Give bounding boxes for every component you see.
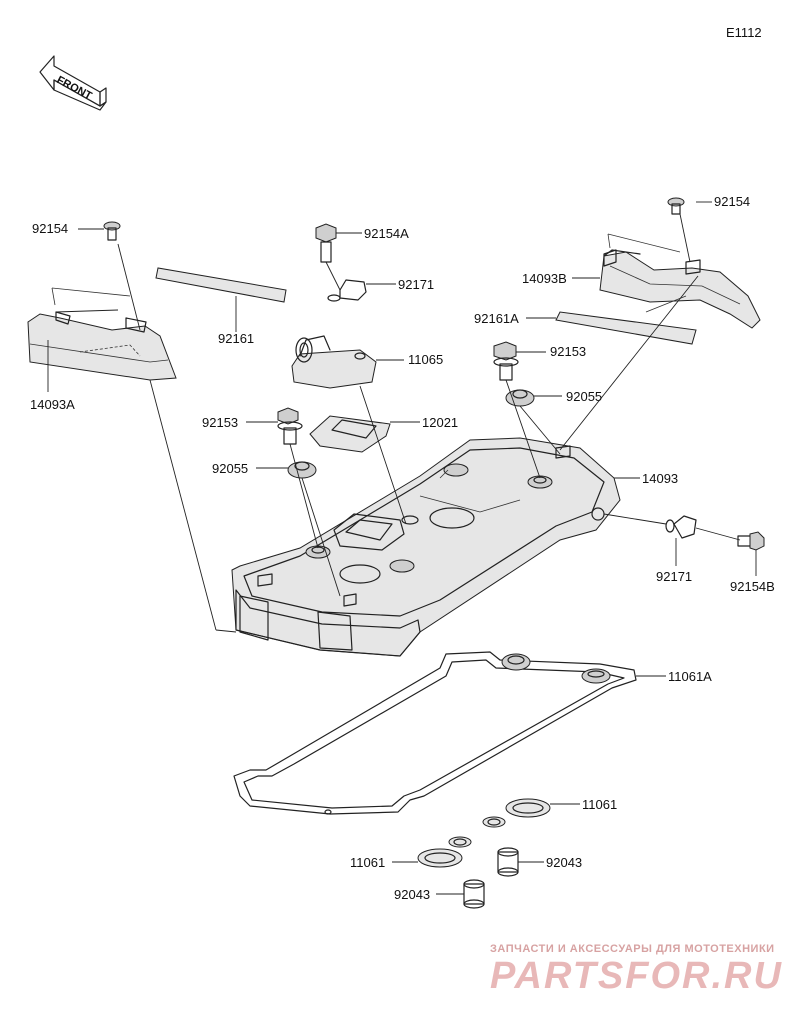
label-92154-right: 92154: [714, 194, 750, 209]
label-92055-right: 92055: [566, 389, 602, 404]
label-11061-right: 11061: [582, 797, 617, 812]
label-92154b: 92154B: [730, 579, 775, 594]
cylinder-head-cover-14093: [231, 437, 621, 657]
label-92171-right: 92171: [656, 569, 692, 584]
label-14093b: 14093B: [522, 271, 567, 286]
plate-12021: [309, 415, 391, 453]
label-92171-top: 92171: [398, 277, 434, 292]
side-cover-14093a: [27, 287, 177, 381]
label-92043-left: 92043: [394, 887, 430, 902]
o-rings-11061-left: [417, 836, 472, 868]
label-92154a: 92154A: [364, 226, 409, 241]
bolt-92154a: [315, 223, 337, 263]
watermark-brand: PARTSFOR.RU: [490, 955, 783, 997]
clip-92171-top: [327, 279, 367, 302]
dowel-pin-92043-right: [497, 847, 519, 877]
bolt-92154-right: [667, 197, 685, 215]
label-92153-left: 92153: [202, 415, 238, 430]
label-92055-left: 92055: [212, 461, 248, 476]
grommet-92055-left: [287, 461, 317, 479]
seal-strip-92161a: [555, 295, 697, 345]
breather-cover-11065: [291, 335, 377, 389]
front-arrow-icon: FRONT: [39, 55, 107, 111]
label-92154-left: 92154: [32, 221, 68, 236]
label-92161a: 92161A: [474, 311, 519, 326]
bolt-92154-left: [103, 221, 121, 241]
dowel-pin-92043-left: [463, 879, 485, 909]
seal-strip-92161: [155, 267, 287, 303]
diagram-code: E1112: [726, 25, 762, 40]
part-labels: 92154 92154A 92171 92161 14093A 11065 12…: [30, 194, 775, 902]
label-92153-right: 92153: [550, 344, 586, 359]
label-11061a: 11061A: [668, 669, 712, 684]
label-14093a: 14093A: [30, 397, 75, 412]
clip-92171-right: [665, 515, 697, 539]
label-92043-right: 92043: [546, 855, 582, 870]
bolt-92154b: [737, 531, 765, 551]
watermark: ЗАПЧАСТИ И АКСЕССУАРЫ ДЛЯ МОТОТЕХНИКИ PA…: [490, 943, 783, 997]
label-92161: 92161: [218, 331, 254, 346]
leader-lines: [47, 201, 757, 895]
label-11065: 11065: [408, 352, 443, 367]
o-rings-11061-right: [482, 798, 551, 828]
side-cover-14093b: [599, 233, 761, 329]
label-12021: 12021: [422, 415, 458, 430]
label-14093: 14093: [642, 471, 678, 486]
bolt-92153-right: [493, 341, 519, 381]
bolt-92153-left: [277, 407, 303, 445]
gasket-11061a: [233, 651, 637, 815]
label-11061-left: 11061: [350, 855, 385, 870]
watermark-caption: ЗАПЧАСТИ И АКСЕССУАРЫ ДЛЯ МОТОТЕХНИКИ: [490, 943, 775, 955]
